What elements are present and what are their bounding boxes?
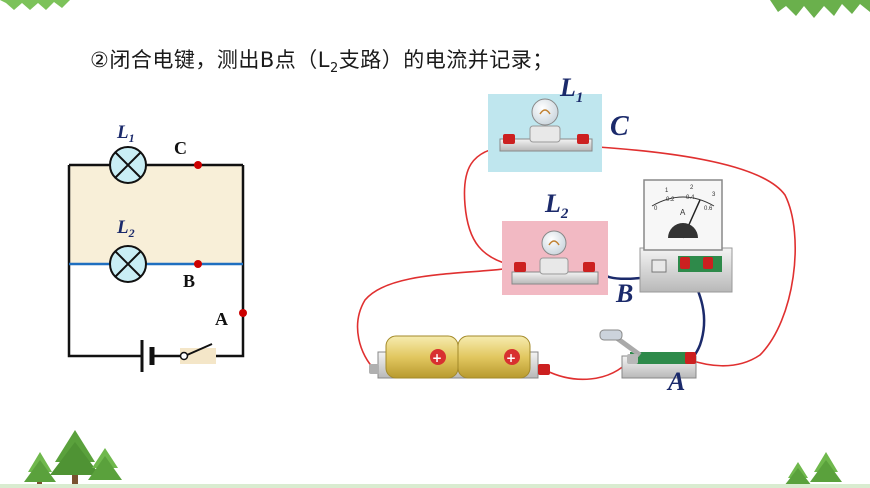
schematic-label-b: B bbox=[183, 271, 195, 291]
ammeter-letter: A bbox=[680, 208, 686, 217]
battery-symbol bbox=[140, 340, 180, 372]
bottom-left-tree-decor bbox=[24, 430, 122, 488]
instruction-tail: 支路）的电流并记录； bbox=[338, 48, 554, 72]
right-main-wire bbox=[213, 165, 245, 358]
apparatus-label-l1: L1 bbox=[559, 73, 583, 106]
ammeter-top-tick-2: 2 bbox=[690, 185, 694, 191]
lamp-l2-symbol bbox=[109, 245, 147, 283]
apparatus-label-a: A bbox=[666, 367, 685, 396]
bottom-right-tree-decor bbox=[784, 452, 842, 486]
top-right-leaf-decor bbox=[770, 0, 870, 18]
wire-l2-to-battery bbox=[356, 266, 521, 371]
bottom-strip bbox=[0, 484, 870, 488]
schematic-label-l2: L2 bbox=[116, 217, 135, 240]
top-left-leaf-decor bbox=[0, 0, 70, 10]
ammeter-tick-3: 0.6 bbox=[704, 206, 713, 212]
circuit-schematic: L1 L2 C B A bbox=[67, 122, 247, 372]
ammeter-device: A 0 0.2 0.4 0.6 1 2 3 bbox=[639, 179, 733, 293]
lamp-l2-device bbox=[511, 230, 599, 285]
instruction-text: ②闭合电键，测出B点（L2支路）的电流并记录； bbox=[90, 44, 554, 76]
apparatus-label-b: B bbox=[615, 279, 633, 308]
parallel-region-shade bbox=[69, 165, 243, 264]
switch-symbol bbox=[179, 343, 216, 364]
node-b bbox=[194, 260, 202, 268]
schematic-label-c: C bbox=[174, 138, 187, 158]
lamp-l1-device bbox=[499, 98, 593, 152]
ammeter-top-tick-3: 3 bbox=[712, 192, 716, 198]
instruction-head: ②闭合电键，测出B点（L bbox=[90, 48, 330, 72]
svg-text:+: + bbox=[506, 351, 516, 365]
node-c bbox=[194, 161, 202, 169]
apparatus-label-l2: L2 bbox=[544, 189, 569, 222]
knife-switch-device bbox=[599, 329, 697, 379]
battery-pack-device: + + bbox=[369, 335, 550, 379]
lamp-l1-symbol bbox=[109, 146, 147, 184]
apparatus-drawing: L1 C L2 B A 0 0.2 0.4 0.6 1 2 3 bbox=[356, 73, 796, 396]
apparatus-label-c: C bbox=[610, 111, 629, 142]
ammeter-tick-2: 0.4 bbox=[686, 195, 695, 201]
schematic-label-l1: L1 bbox=[116, 122, 135, 145]
schematic-label-a: A bbox=[215, 309, 228, 329]
ammeter-top-tick-1: 1 bbox=[665, 188, 669, 194]
instruction-sub: 2 bbox=[329, 61, 339, 77]
wire-battery-to-switch bbox=[544, 359, 631, 381]
svg-text:+: + bbox=[432, 351, 442, 365]
wire-l1-to-l2 bbox=[463, 145, 521, 268]
left-main-wire bbox=[67, 165, 142, 358]
ammeter-tick-0: 0 bbox=[654, 206, 658, 212]
wire-c-to-switch bbox=[581, 145, 796, 367]
ammeter-tick-1: 0.2 bbox=[666, 197, 675, 203]
node-a bbox=[239, 309, 247, 317]
